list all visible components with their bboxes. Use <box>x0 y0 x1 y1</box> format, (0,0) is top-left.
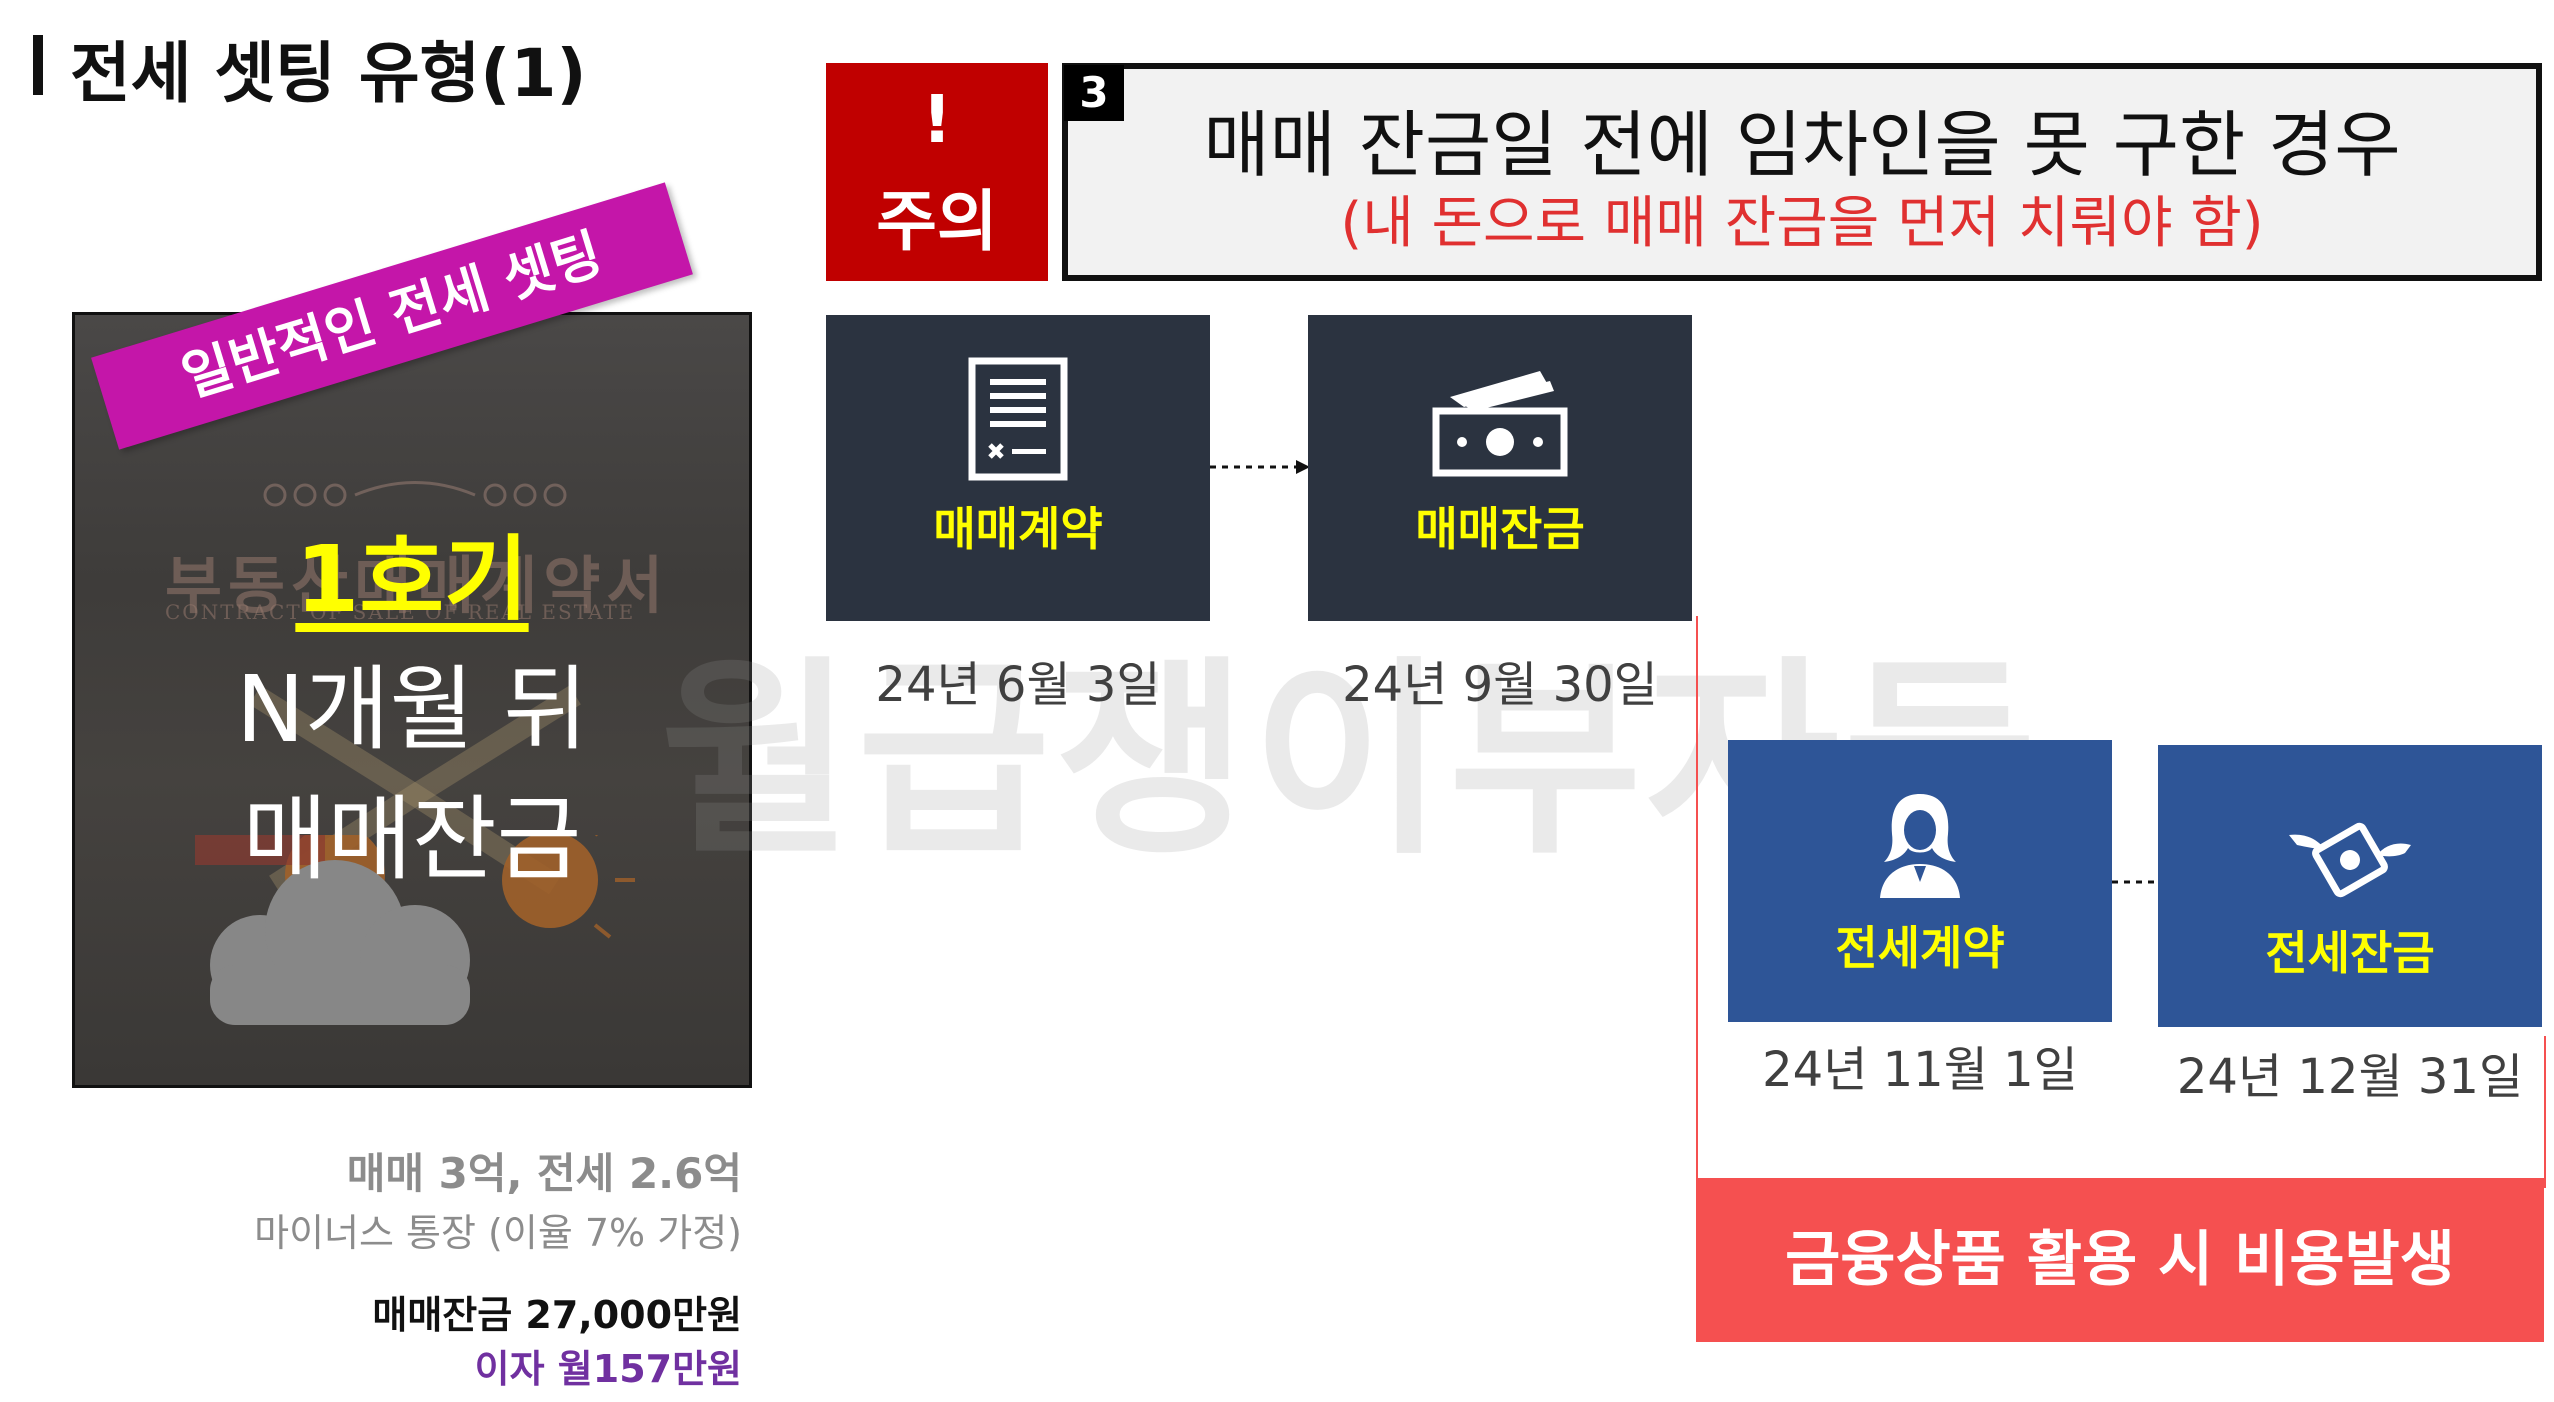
step-sale-balance: 매매잔금 <box>1308 315 1692 621</box>
cost-banner: 금융상품 활용 시 비용발생 <box>1696 1178 2544 1342</box>
step-label: 매매계약 <box>933 502 1103 556</box>
step-date: 24년 11월 1일 <box>1762 1042 2078 1098</box>
flying-money-icon <box>2289 822 2411 898</box>
exclamation-icon: ! <box>921 81 953 158</box>
interest-info: 이자 월157만원 <box>474 1347 742 1391</box>
balance-info: 매매잔금 27,000만원 <box>372 1293 742 1337</box>
contract-document-icon <box>968 357 1068 481</box>
person-icon <box>1880 794 1960 898</box>
cash-stack-icon <box>1432 371 1568 477</box>
header-number-badge: 3 <box>1064 65 1124 121</box>
document-heading: 부동산매매계약서 <box>165 549 670 622</box>
step-lease-contract: 전세계약 <box>1728 740 2112 1022</box>
step-label: 매매잔금 <box>1415 502 1585 556</box>
header-subtitle: (내 돈으로 매매 잔금을 먼저 치뤄야 함) <box>1340 191 2264 256</box>
step-date: 24년 12월 31일 <box>2176 1049 2524 1105</box>
step-label: 전세계약 <box>1835 921 2005 975</box>
dashed-arrow <box>1210 460 1310 474</box>
card-title-timing: N개월 뒤 <box>236 656 588 763</box>
step-label: 전세잔금 <box>2265 926 2435 980</box>
ornament-decoration <box>263 481 567 507</box>
price-info: 매매 3억, 전세 2.6억 <box>346 1149 742 1198</box>
header-box <box>1062 63 2542 281</box>
photo-card: 부동산매매계약서 CONTRACT OF SALE OF REAL ESTATE… <box>72 312 752 1088</box>
card-title-unit: 1호기 <box>295 526 529 633</box>
loan-info: 마이너스 통장 (이율 7% 가정) <box>254 1211 742 1255</box>
title-bar-accent <box>33 35 43 95</box>
step-lease-balance: 전세잔금 <box>2158 745 2542 1027</box>
page-title: 전세 셋팅 유형(1) <box>70 35 587 112</box>
cloud-sun-icon <box>195 835 635 1025</box>
caution-label: 주의 <box>876 183 998 260</box>
step-date: 24년 9월 30일 <box>1342 657 1658 713</box>
header-title: 매매 잔금일 전에 임차인을 못 구한 경우 <box>1203 103 2401 187</box>
document-subheading: CONTRACT OF SALE OF REAL ESTATE <box>165 600 636 624</box>
caution-box: ! 주의 <box>826 63 1048 281</box>
step-date: 24년 6월 3일 <box>875 657 1161 713</box>
step-sale-contract: 매매계약 <box>826 315 1210 621</box>
card-title-balance: 매매잔금 <box>242 786 582 893</box>
